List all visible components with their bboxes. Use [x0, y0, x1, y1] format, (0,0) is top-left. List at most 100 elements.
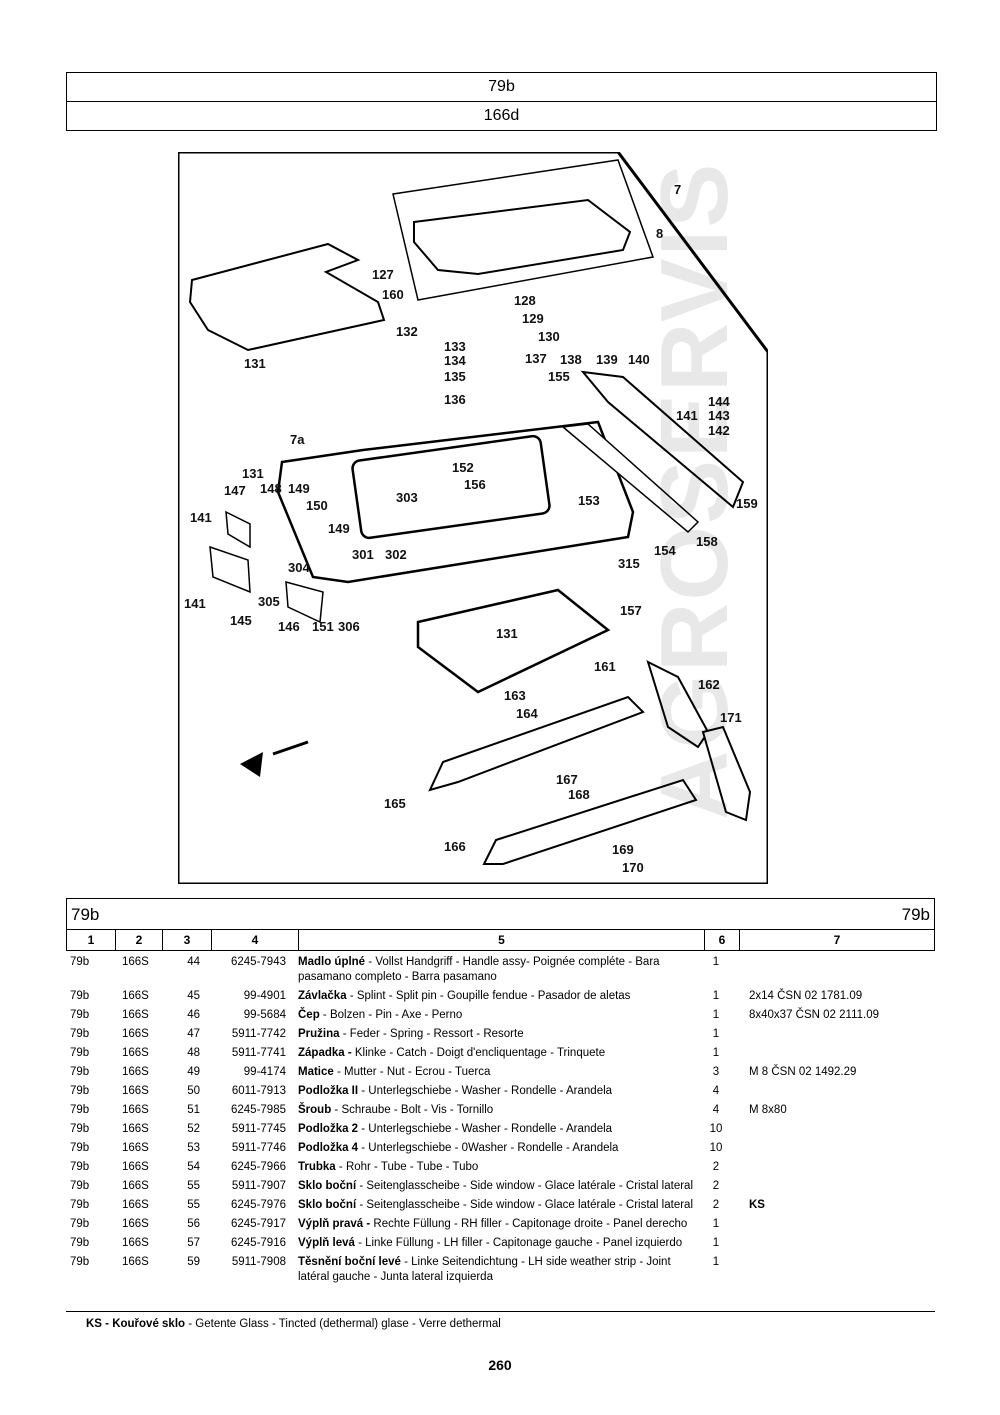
cell-part-number: 99-4174	[243, 1066, 286, 1078]
footnote-text: - Getente Glass - Tincted (dethermal) gl…	[185, 1318, 501, 1330]
col-header-1: 1	[67, 930, 116, 950]
cell-description: Podložka 2 - Unterlegschiebe - Washer - …	[294, 1122, 699, 1137]
part-name: Podložka 4	[298, 1142, 359, 1154]
section-header-table: 79b 166d	[66, 72, 937, 131]
part-translations: - Unterlegschiebe - Washer - Rondelle - …	[358, 1123, 613, 1135]
cell-quantity: 4	[712, 1085, 720, 1097]
col-header-4: 4	[212, 930, 299, 950]
cell-quantity: 4	[712, 1104, 720, 1116]
group-code-left: 79b	[71, 905, 100, 924]
part-name: Těsnění boční levé	[298, 1256, 401, 1268]
part-name: Západka -	[298, 1047, 352, 1059]
cell-description: Těsnění boční levé - Linke Seitendichtun…	[294, 1255, 699, 1285]
callout-155: 155	[548, 369, 570, 384]
col-header-2: 2	[116, 930, 163, 950]
cell-position: 55	[187, 1199, 200, 1211]
callout-302: 302	[385, 547, 407, 562]
cell-group: 79b	[70, 990, 90, 1002]
part-name: Pružina	[298, 1028, 340, 1040]
part-translations: - Rohr - Tube - Tube - Tubo	[335, 1161, 479, 1173]
cell-position: 49	[187, 1066, 200, 1078]
cell-position: 46	[187, 1009, 200, 1021]
cell-description: Čep - Bolzen - Pin - Axe - Perno	[294, 1008, 699, 1023]
cell-position: 57	[187, 1237, 200, 1249]
cell-position: 55	[187, 1180, 200, 1192]
callout-159: 159	[736, 496, 758, 511]
cell-quantity: 2	[712, 1199, 720, 1211]
parts-table: 79b 79b 1 2 3 4 5 6 7 79b 166S 4 4 6245-7943…	[66, 898, 935, 1285]
footnote: KS - Kouřové sklo - Getente Glass - Tinc…	[86, 1318, 501, 1330]
cell-part-number: 6245-7943	[231, 956, 286, 968]
cell-part-number: 5911-7746	[231, 1142, 286, 1154]
cell-quantity: 10	[709, 1142, 723, 1154]
callout-139: 139	[596, 352, 618, 367]
callout-305: 305	[258, 594, 280, 609]
callout-127: 127	[372, 267, 394, 282]
part-name: Sklo boční	[298, 1180, 357, 1192]
cell-description: Sklo boční - Seitenglasscheibe - Side wi…	[294, 1198, 699, 1213]
callout-162: 162	[698, 677, 720, 692]
cell-quantity: 1	[712, 1047, 720, 1059]
column-header-row: 1 2 3 4 5 6 7	[66, 929, 935, 951]
callout-7: 7	[674, 182, 681, 197]
callout-161: 161	[594, 659, 616, 674]
callout-143: 143	[708, 408, 730, 423]
part-translations: - Mutter - Nut - Ecrou - Tuerca	[333, 1066, 491, 1078]
callout-134: 134	[444, 353, 466, 368]
group-bar: 79b 79b	[66, 898, 935, 929]
cell-part-number: 5911-7907	[231, 1180, 286, 1192]
callout-165: 165	[384, 796, 406, 811]
cell-group: 79b	[70, 1237, 90, 1249]
callout-148: 148	[260, 481, 282, 496]
group-code-right: 79b	[901, 905, 930, 924]
cell-part-number: 6245-7917	[231, 1218, 286, 1230]
cell-part-number: 6245-7985	[231, 1104, 286, 1116]
diagram-svg: 7 8 127 160 128 129 130 132 133 134 135 …	[178, 152, 768, 884]
cell-description: Pružina - Feder - Spring - Ressort - Res…	[294, 1027, 699, 1042]
callout-167: 167	[556, 772, 578, 787]
callout-171: 171	[720, 710, 742, 725]
cell-note: M 8x80	[749, 1104, 787, 1116]
cell-description: Výplň levá - Linke Füllung - LH filler -…	[294, 1236, 699, 1251]
callout-133: 133	[444, 339, 466, 354]
callout-132: 132	[396, 324, 418, 339]
part-name: Čep	[298, 1009, 320, 1021]
cell-subgroup: 166S	[122, 1123, 149, 1135]
cell-group: 79b	[70, 1123, 90, 1135]
cell-group: 79b	[70, 1085, 90, 1097]
cell-subgroup: 166S	[122, 956, 149, 968]
col-header-5: 5	[299, 930, 705, 950]
part-name: Podložka 2	[298, 1123, 359, 1135]
cell-part-number: 99-5684	[243, 1009, 286, 1021]
callout-166: 166	[444, 839, 466, 854]
callout-128: 128	[514, 293, 536, 308]
callout-129: 129	[522, 311, 544, 326]
part-name: Podložka II	[298, 1085, 359, 1097]
watermark-text: AGROSERVIS	[641, 161, 748, 820]
cell-description: Závlačka - Splint - Split pin - Goupille…	[294, 989, 699, 1004]
part-translations: Klinke - Catch - Doigt d'encliquentage -…	[351, 1047, 606, 1059]
cell-note: KS	[749, 1199, 765, 1211]
callout-147: 147	[224, 483, 246, 498]
callout-145: 145	[230, 613, 252, 628]
callout-136: 136	[444, 392, 466, 407]
cell-subgroup: 166S	[122, 1199, 149, 1211]
cell-subgroup: 166S	[122, 1142, 149, 1154]
part-translations: - Schraube - Bolt - Vis - Tornillo	[331, 1104, 494, 1116]
callout-153: 153	[578, 493, 600, 508]
cell-quantity: 1	[712, 1009, 720, 1021]
cell-quantity: 1	[712, 1237, 720, 1249]
cell-group: 79b	[70, 1047, 90, 1059]
callout-131c: 131	[496, 626, 518, 641]
part-translations: - Splint - Split pin - Goupille fendue -…	[346, 990, 631, 1002]
part-translations: - Linke Seitendichtung - LH side weather…	[298, 1256, 671, 1283]
part-translations: Rechte Füllung - RH filler - Capitonage …	[370, 1218, 688, 1230]
